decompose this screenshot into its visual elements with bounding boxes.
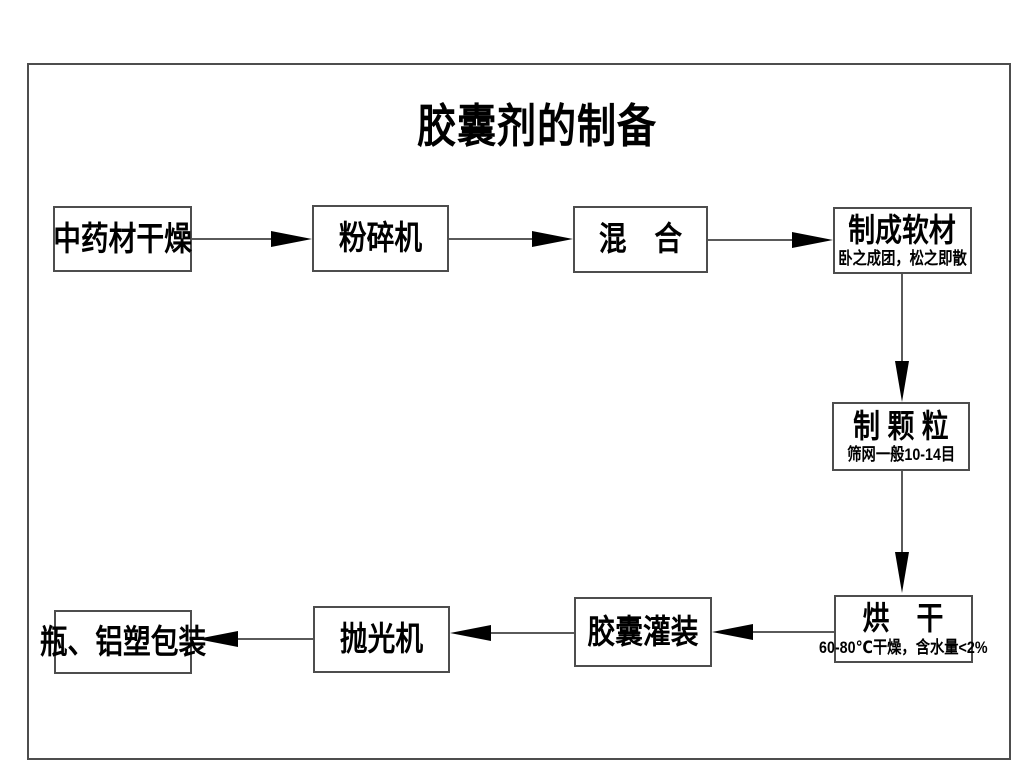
node-oven-drying-label: 烘 干: [863, 600, 944, 637]
node-oven-drying: 烘 干 60-80℃干燥，含水量<2%: [819, 595, 988, 663]
node-soft-material: 制成软材 卧之成团，松之即散: [833, 207, 972, 274]
arrow-line: [449, 238, 535, 240]
node-polishing: 抛光机: [313, 606, 450, 673]
arrow-line: [901, 274, 903, 364]
arrow-line: [236, 638, 313, 640]
title-wrapper: 胶囊剂的制备: [45, 90, 1023, 156]
node-granulation-label: 制 颗 粒: [853, 407, 949, 444]
node-capsule-filling: 胶囊灌装: [574, 597, 712, 667]
arrow-line: [751, 631, 834, 633]
arrowhead-right-icon: [792, 232, 833, 248]
node-mixing-label: 混 合: [598, 220, 683, 258]
node-polishing-label: 抛光机: [339, 620, 424, 658]
arrowhead-left-icon: [197, 631, 238, 647]
node-mixing: 混 合: [573, 206, 708, 273]
node-capsule-filling-label: 胶囊灌装: [587, 612, 699, 650]
arrow-line: [192, 238, 274, 240]
node-soft-material-label: 制成软材: [848, 211, 957, 248]
node-pulverizer: 粉碎机: [312, 205, 449, 272]
arrowhead-right-icon: [271, 231, 312, 247]
node-granulation-sublabel: 筛网一般10-14目: [847, 445, 955, 465]
diagram-title: 胶囊剂的制备: [417, 100, 657, 152]
arrowhead-left-icon: [712, 624, 753, 640]
node-oven-drying-sublabel: 60-80℃干燥，含水量<2%: [819, 637, 988, 657]
arrow-line: [901, 471, 903, 555]
node-soft-material-sublabel: 卧之成团，松之即散: [838, 249, 967, 269]
node-herb-drying: 中药材干燥: [53, 206, 192, 272]
node-packaging-label: 瓶、铝塑包装: [39, 622, 207, 660]
node-packaging: 瓶、铝塑包装: [40, 610, 206, 674]
arrow-line: [708, 239, 795, 241]
node-granulation: 制 颗 粒 筛网一般10-14目: [832, 402, 970, 471]
arrowhead-down-icon: [895, 552, 909, 593]
arrowhead-right-icon: [532, 231, 573, 247]
arrow-line: [489, 632, 574, 634]
arrowhead-down-icon: [895, 361, 909, 402]
node-pulverizer-label: 粉碎机: [338, 219, 423, 257]
node-herb-drying-label: 中药材干燥: [53, 219, 192, 257]
arrowhead-left-icon: [450, 625, 491, 641]
